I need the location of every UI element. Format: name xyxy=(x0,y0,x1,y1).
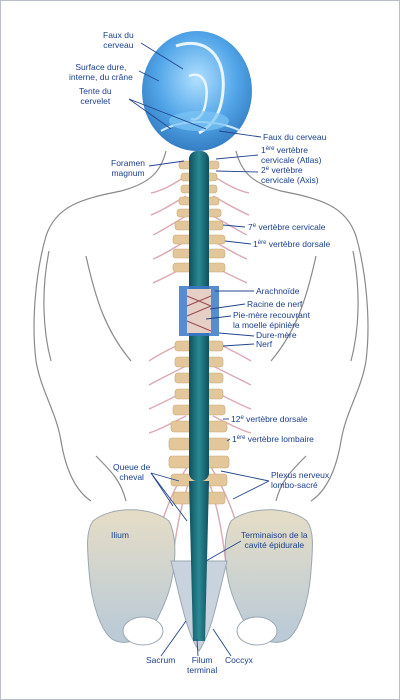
leader-lines xyxy=(128,42,270,657)
label-deuxieme-vertebre-cervicale: 2e vertèbre cervicale (Axis) xyxy=(261,165,319,185)
label-coccyx: Coccyx xyxy=(225,655,253,665)
label-douzieme-vertebre-dorsale: 12e vertèbre dorsale xyxy=(231,414,308,424)
pelvis xyxy=(87,509,313,652)
spinal-cord xyxy=(179,151,219,641)
label-premiere-vertebre-cervicale: 1ère vertèbre cervicale (Atlas) xyxy=(261,145,322,165)
label-arachnoide: Arachnoïde xyxy=(256,286,300,296)
label-filum-terminal: Filum terminal xyxy=(187,655,218,675)
label-pie-mere: Pie-mère recouvrant la moelle épinière xyxy=(233,310,311,330)
label-tente-du-cervelet: Tente du cervelet xyxy=(79,86,112,106)
label-terminaison-cavite-epidurale: Terminaison de la cavité épidurale xyxy=(241,530,308,550)
label-racine-de-nerf: Racine de nerf xyxy=(247,299,303,309)
label-plexus-nerveux: Plexus nerveux lombo-sacré xyxy=(271,470,330,490)
body-outline xyxy=(33,150,369,502)
label-foramen-magnum: Foramen magnum xyxy=(111,158,146,178)
label-faux-du-cerveau-right: Faux du cerveau xyxy=(263,132,327,142)
label-premiere-vertebre-lombaire: 1ère vertèbre lombaire xyxy=(232,434,314,444)
label-faux-du-cerveau-top: Faux du cerveau xyxy=(103,30,134,50)
label-dure-mere: Dure-mère xyxy=(256,330,297,340)
label-queue-de-cheval: Queue de cheval xyxy=(113,462,151,482)
label-premiere-vertebre-dorsale: 1ère vertèbre dorsale xyxy=(253,239,331,249)
label-septieme-vertebre-cervicale: 7e vertèbre cervicale xyxy=(248,222,326,232)
label-ilium: Ilium xyxy=(111,530,129,540)
label-nerf: Nerf xyxy=(256,339,273,349)
label-surface-dure: Surface dure, interne, du crâne xyxy=(69,62,133,82)
label-sacrum: Sacrum xyxy=(146,655,176,665)
